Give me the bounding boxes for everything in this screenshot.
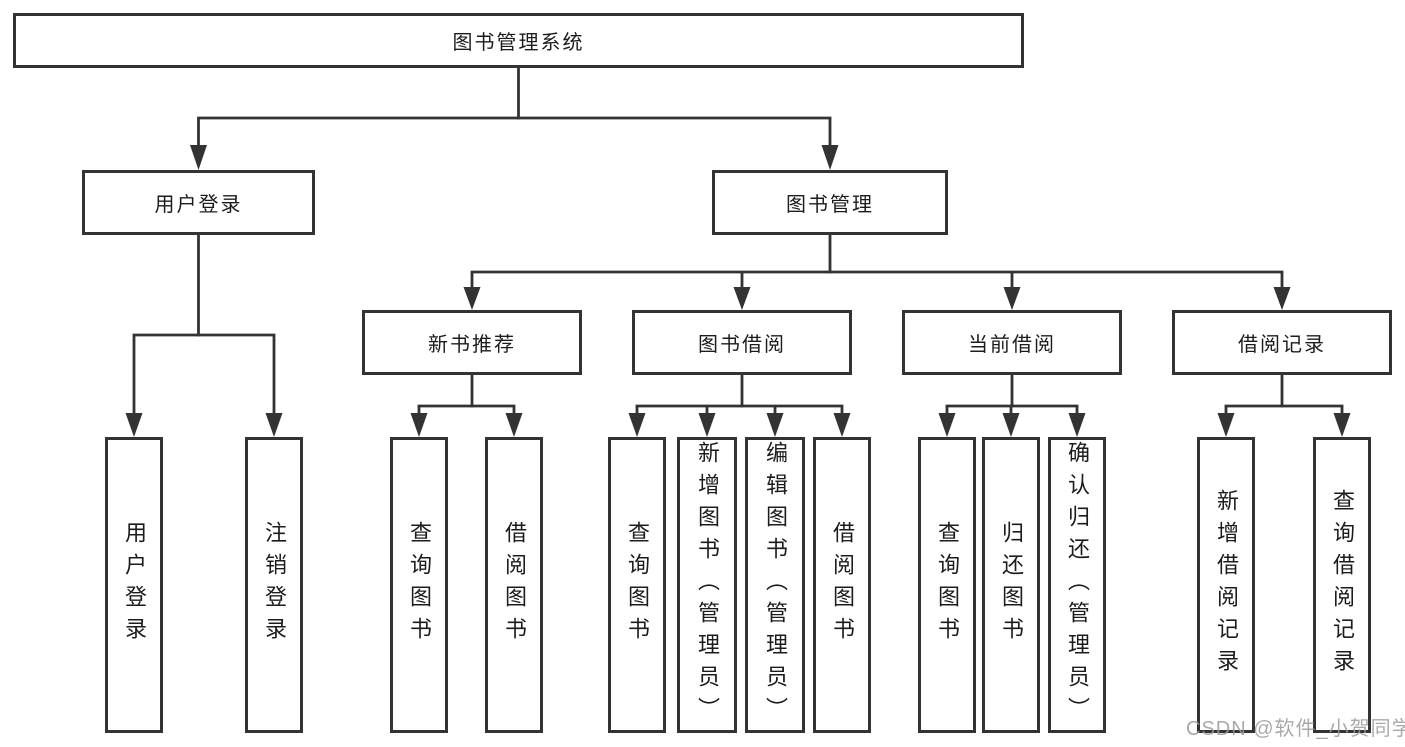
node-user-login-label: 用户登录 xyxy=(154,194,243,216)
leaf-borrow-books-recommend: 借阅图书 xyxy=(485,437,543,733)
node-current-borrow: 当前借阅 xyxy=(902,310,1122,375)
leaf-borrow-books-recommend-label: 借阅图书 xyxy=(502,521,527,649)
leaf-edit-book-admin-label: 编辑图书（管理员） xyxy=(763,441,788,729)
leaf-confirm-return-admin-label: 确认归还（管理员） xyxy=(1065,441,1090,729)
leaf-return-book: 归还图书 xyxy=(982,437,1040,733)
leaf-user-login-label: 用户登录 xyxy=(122,521,147,649)
csdn-watermark: CSDN @软件_小贺同学 xyxy=(1186,718,1405,740)
leaf-query-books-borrow: 查询图书 xyxy=(608,437,666,733)
leaf-query-books-current-label: 查询图书 xyxy=(935,521,960,649)
connector-borrow-record-to-leaves xyxy=(1217,375,1351,437)
connector-user-login-to-leaves xyxy=(125,235,283,437)
connector-book-borrow-to-leaves xyxy=(628,375,851,437)
node-root-label: 图书管理系统 xyxy=(452,32,585,54)
node-borrow-record: 借阅记录 xyxy=(1172,310,1392,375)
leaf-edit-book-admin: 编辑图书（管理员） xyxy=(745,437,805,733)
connector-root-to-level2 xyxy=(190,68,839,170)
leaf-logout: 注销登录 xyxy=(245,437,303,733)
leaf-query-books-recommend-label: 查询图书 xyxy=(407,521,432,649)
leaf-confirm-return-admin: 确认归还（管理员） xyxy=(1048,437,1106,733)
node-user-login: 用户登录 xyxy=(82,170,315,235)
leaf-logout-label: 注销登录 xyxy=(262,521,287,649)
leaf-borrow-books-label: 借阅图书 xyxy=(830,521,855,649)
node-book-management: 图书管理 xyxy=(712,170,948,235)
node-borrow-record-label: 借阅记录 xyxy=(1238,334,1326,356)
node-new-book-recommend-label: 新书推荐 xyxy=(428,334,516,356)
connector-current-borrow-to-leaves xyxy=(938,375,1086,437)
node-book-borrow: 图书借阅 xyxy=(632,310,852,375)
leaf-add-borrow-record: 新增借阅记录 xyxy=(1197,437,1255,733)
node-new-book-recommend: 新书推荐 xyxy=(362,310,582,375)
leaf-query-books-borrow-label: 查询图书 xyxy=(625,521,650,649)
leaf-return-book-label: 归还图书 xyxy=(999,521,1024,649)
node-book-borrow-label: 图书借阅 xyxy=(698,334,786,356)
leaf-borrow-books: 借阅图书 xyxy=(813,437,871,733)
leaf-add-book-admin: 新增图书（管理员） xyxy=(677,437,737,733)
node-root: 图书管理系统 xyxy=(13,13,1024,68)
leaf-query-books-current: 查询图书 xyxy=(918,437,976,733)
leaf-user-login: 用户登录 xyxy=(105,437,163,733)
leaf-add-borrow-record-label: 新增借阅记录 xyxy=(1214,489,1239,681)
connector-book-management-to-sections xyxy=(463,235,1291,310)
connector-new-book-to-leaves xyxy=(410,375,523,437)
leaf-query-borrow-record-label: 查询借阅记录 xyxy=(1330,489,1355,681)
leaf-add-book-admin-label: 新增图书（管理员） xyxy=(695,441,720,729)
node-current-borrow-label: 当前借阅 xyxy=(968,334,1056,356)
node-book-management-label: 图书管理 xyxy=(786,194,874,216)
leaf-query-borrow-record: 查询借阅记录 xyxy=(1313,437,1371,733)
leaf-query-books-recommend: 查询图书 xyxy=(390,437,448,733)
